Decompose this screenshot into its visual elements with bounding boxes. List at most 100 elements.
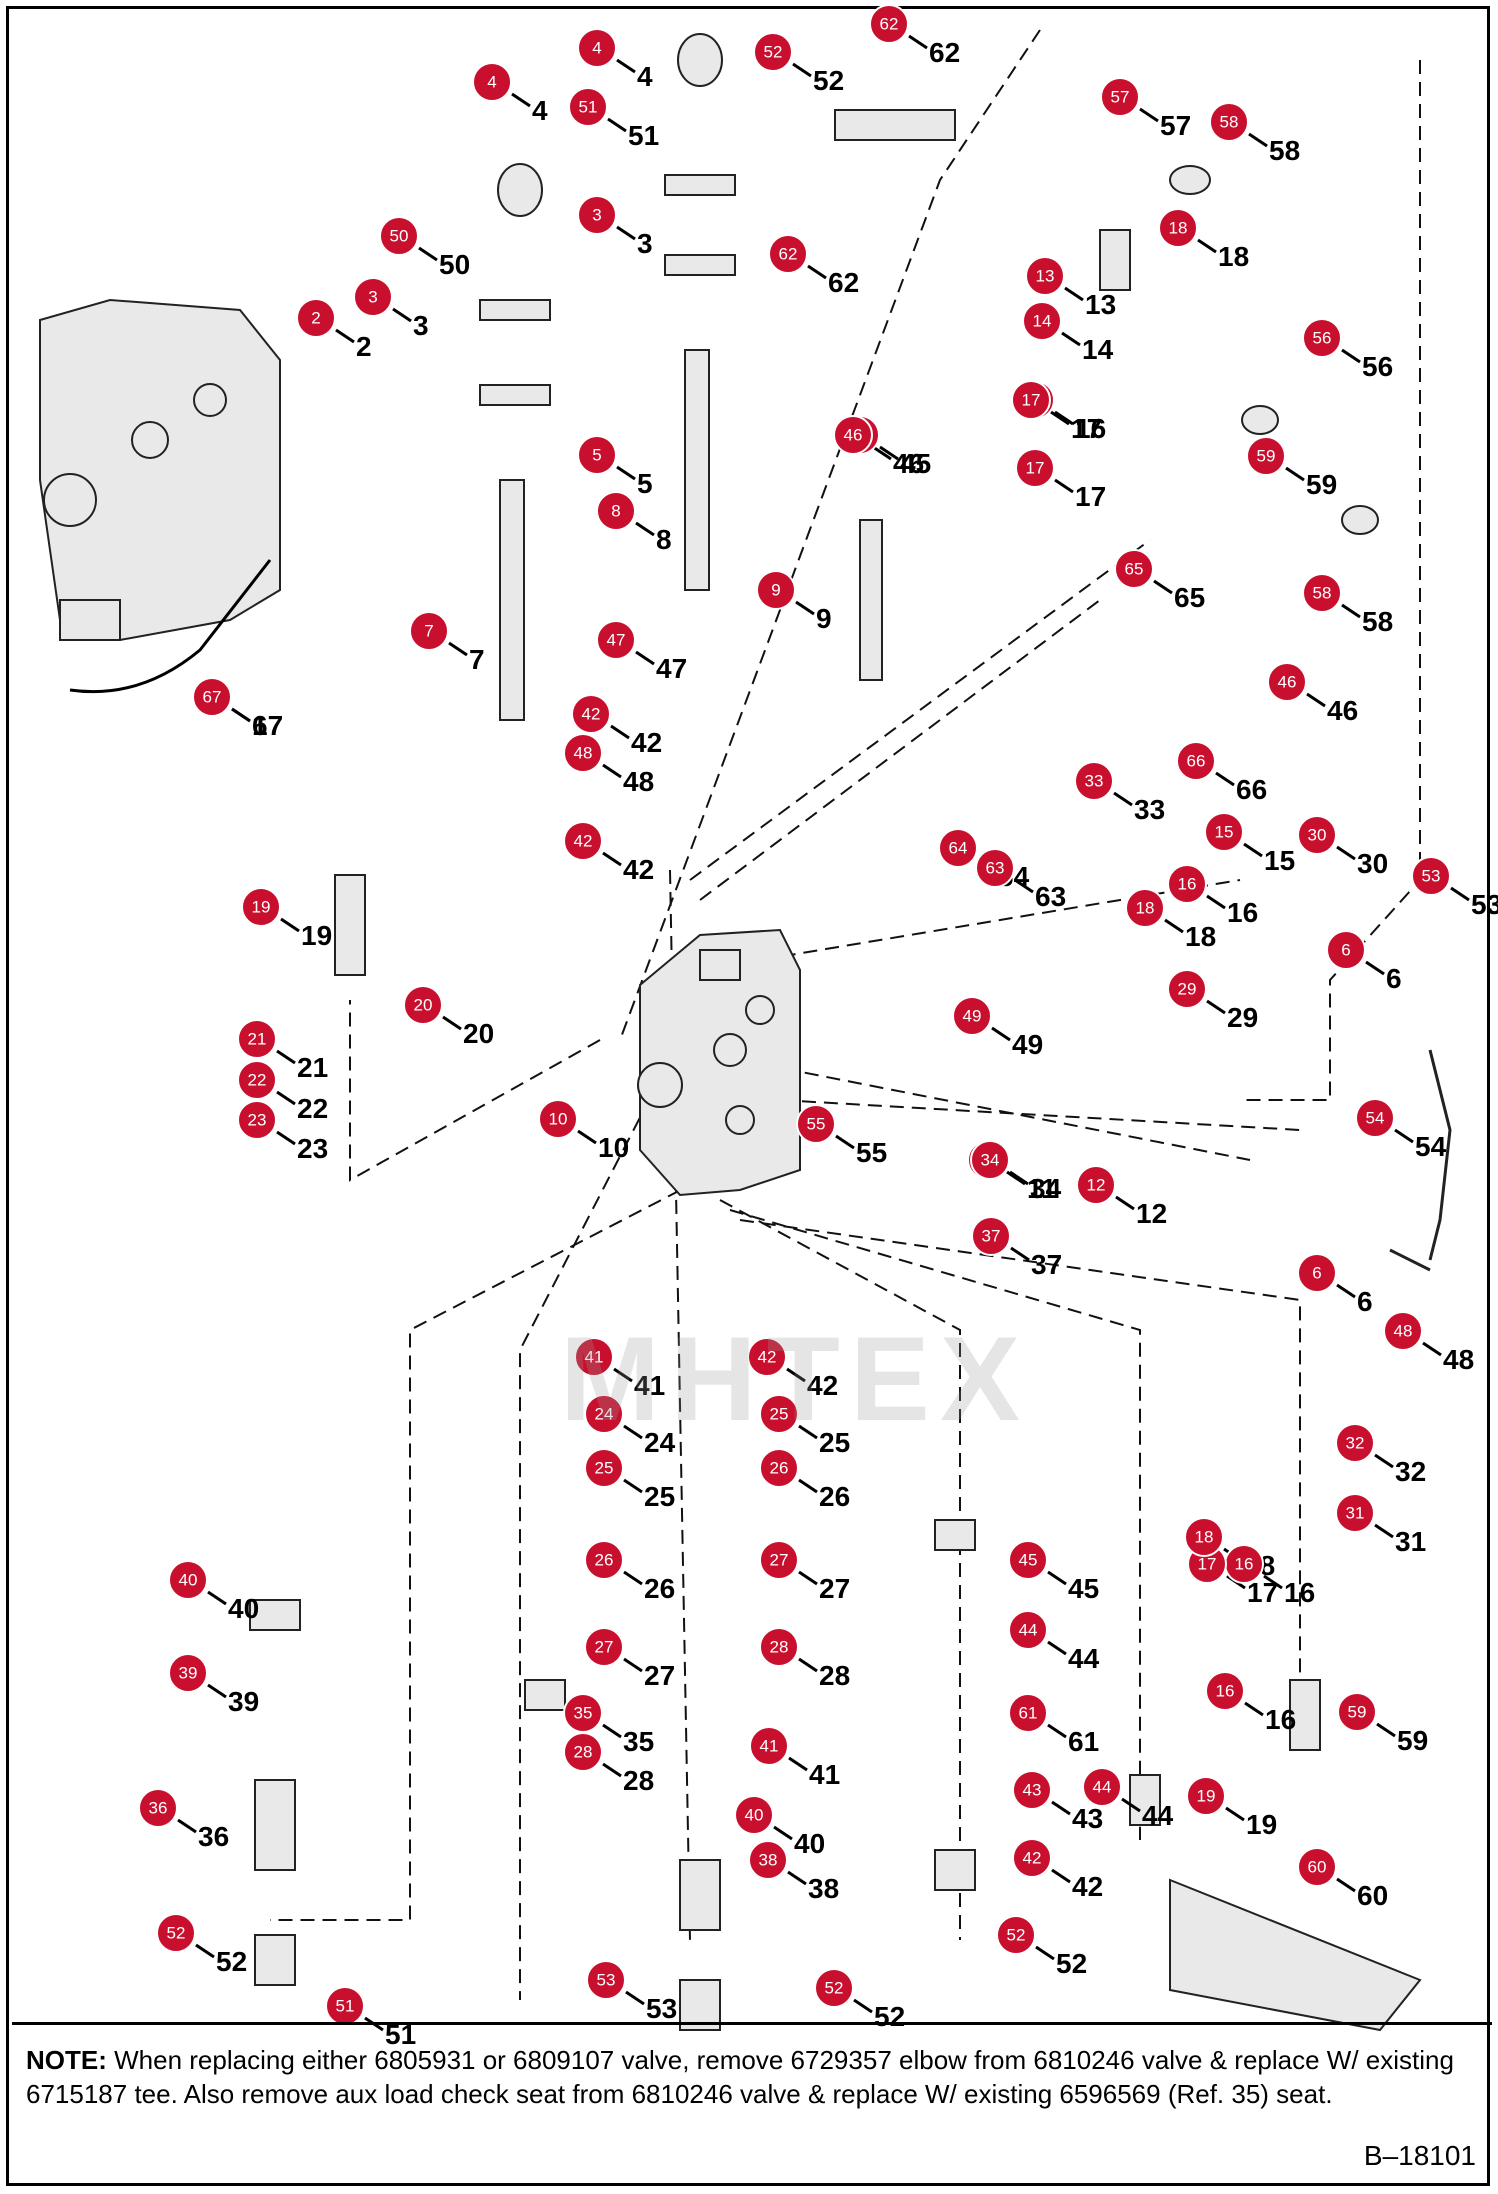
callout-43: 43 — [1012, 1770, 1052, 1810]
part-number-label: 51 — [628, 120, 659, 151]
callout-number: 42 — [758, 1348, 777, 1367]
callout-leader — [1244, 1701, 1264, 1717]
part-number-label: 48 — [1443, 1344, 1474, 1375]
callout-leader — [276, 1090, 296, 1106]
part-number-label: 33 — [1134, 794, 1165, 825]
callout-61: 61 — [1008, 1693, 1048, 1733]
callout-27: 27 — [584, 1627, 624, 1667]
callout-leader — [908, 34, 928, 50]
part-number-label: 3 — [413, 310, 429, 341]
small-parts — [249, 33, 1452, 2032]
callout-leader — [616, 465, 636, 481]
callout-51: 51 — [568, 87, 608, 127]
valve-body-10 — [637, 928, 801, 1197]
part-number-label: 44 — [1068, 1643, 1100, 1674]
part-number-label: 66 — [1236, 774, 1267, 805]
callout-leader — [1341, 603, 1361, 619]
part-number-label: 52 — [813, 65, 844, 96]
callout-number: 27 — [770, 1551, 789, 1570]
part-number-label: 45 — [1068, 1573, 1099, 1604]
callout-number: 5 — [592, 446, 601, 465]
part-number-label: 53 — [646, 1993, 677, 2024]
callout-number: 48 — [574, 744, 593, 763]
part-number-label: 26 — [819, 1481, 850, 1512]
callout-leader — [607, 117, 627, 133]
callout-leader — [1121, 1797, 1141, 1813]
callout-44: 44 — [1082, 1767, 1122, 1807]
callout-leader — [616, 58, 636, 74]
callout-41: 41 — [574, 1337, 614, 1377]
callout-number: 39 — [179, 1664, 198, 1683]
callout-44: 44 — [1008, 1610, 1048, 1650]
callout-26: 26 — [759, 1448, 799, 1488]
callout-leader — [1115, 1195, 1135, 1211]
callout-3: 3 — [353, 277, 393, 317]
callout-leader — [613, 1367, 633, 1383]
callout-number: 36 — [149, 1799, 168, 1818]
callout-leader — [1341, 348, 1361, 364]
part-number-label: 27 — [644, 1660, 675, 1691]
callout-62: 62 — [869, 4, 909, 44]
callout-leader — [623, 1478, 643, 1494]
note-text: When replacing either 6805931 or 6809107… — [26, 2045, 1454, 2109]
callout-leader — [1225, 1806, 1245, 1822]
callout-53: 53 — [586, 1960, 626, 2000]
callout-number: 35 — [574, 1704, 593, 1723]
part-number-label: 55 — [856, 1137, 887, 1168]
callout-leader — [577, 1129, 597, 1145]
callout-57: 57 — [1100, 77, 1140, 117]
callout-52: 52 — [996, 1915, 1036, 1955]
part-number-label: 43 — [1072, 1803, 1103, 1834]
callout-52: 52 — [814, 1968, 854, 2008]
callout-16: 16 — [1205, 1671, 1245, 1711]
part-number-label: 41 — [809, 1759, 840, 1790]
callout-leader — [786, 1367, 806, 1383]
callout-number: 59 — [1348, 1703, 1367, 1722]
callout-55: 55 — [796, 1104, 836, 1144]
part-number-label: 16 — [1284, 1577, 1315, 1608]
callout-leader — [1164, 918, 1184, 934]
callout-leader — [623, 1657, 643, 1673]
callout-leader — [1054, 478, 1074, 494]
valve-assembly-1 — [39, 298, 281, 694]
callout-31: 31 — [1335, 1493, 1375, 1533]
callout-65: 65 — [1114, 549, 1154, 589]
callout-number: 60 — [1308, 1858, 1327, 1877]
callout-17: 17 — [1011, 380, 1051, 420]
callout-leader — [1061, 331, 1081, 347]
callout-8: 8 — [596, 491, 636, 531]
part-number-label: 28 — [819, 1660, 850, 1691]
callout-64: 64 — [938, 828, 978, 868]
callout-leader — [1450, 886, 1470, 902]
callout-number: 62 — [779, 245, 798, 264]
callout-leader — [1243, 842, 1263, 858]
part-number-label: 29 — [1227, 1002, 1258, 1033]
callout-63: 63 — [975, 848, 1015, 888]
callout-54: 54 — [1355, 1098, 1395, 1138]
callout-48: 48 — [1383, 1311, 1423, 1351]
callout-number: 37 — [982, 1227, 1001, 1246]
callout-41: 41 — [749, 1726, 789, 1766]
part-number-label: 50 — [439, 249, 470, 280]
part-number-label: 61 — [1068, 1726, 1099, 1757]
callout-25: 25 — [584, 1448, 624, 1488]
part-number-label: 62 — [828, 267, 859, 298]
callout-leader — [1285, 466, 1305, 482]
callout-leader — [635, 521, 655, 537]
callout-number: 29 — [1178, 980, 1197, 999]
callout-leader — [1047, 1723, 1067, 1739]
callout-leader — [442, 1015, 462, 1031]
callout-number: 16 — [1235, 1555, 1254, 1574]
callout-number: 12 — [1087, 1176, 1106, 1195]
part-number-label: 6 — [1357, 1286, 1373, 1317]
callout-leader — [418, 246, 438, 262]
plain-number-labels: 1233445667891011121314151616161617171718… — [198, 37, 1498, 2050]
callout-27: 27 — [759, 1540, 799, 1580]
callout-number: 56 — [1313, 329, 1332, 348]
callout-leader — [280, 917, 300, 933]
part-number-label: 41 — [634, 1370, 665, 1401]
callout-number: 14 — [1033, 312, 1052, 331]
callout-leader — [788, 1756, 808, 1772]
callout-number: 62 — [880, 15, 899, 34]
callout-leader — [798, 1570, 818, 1586]
